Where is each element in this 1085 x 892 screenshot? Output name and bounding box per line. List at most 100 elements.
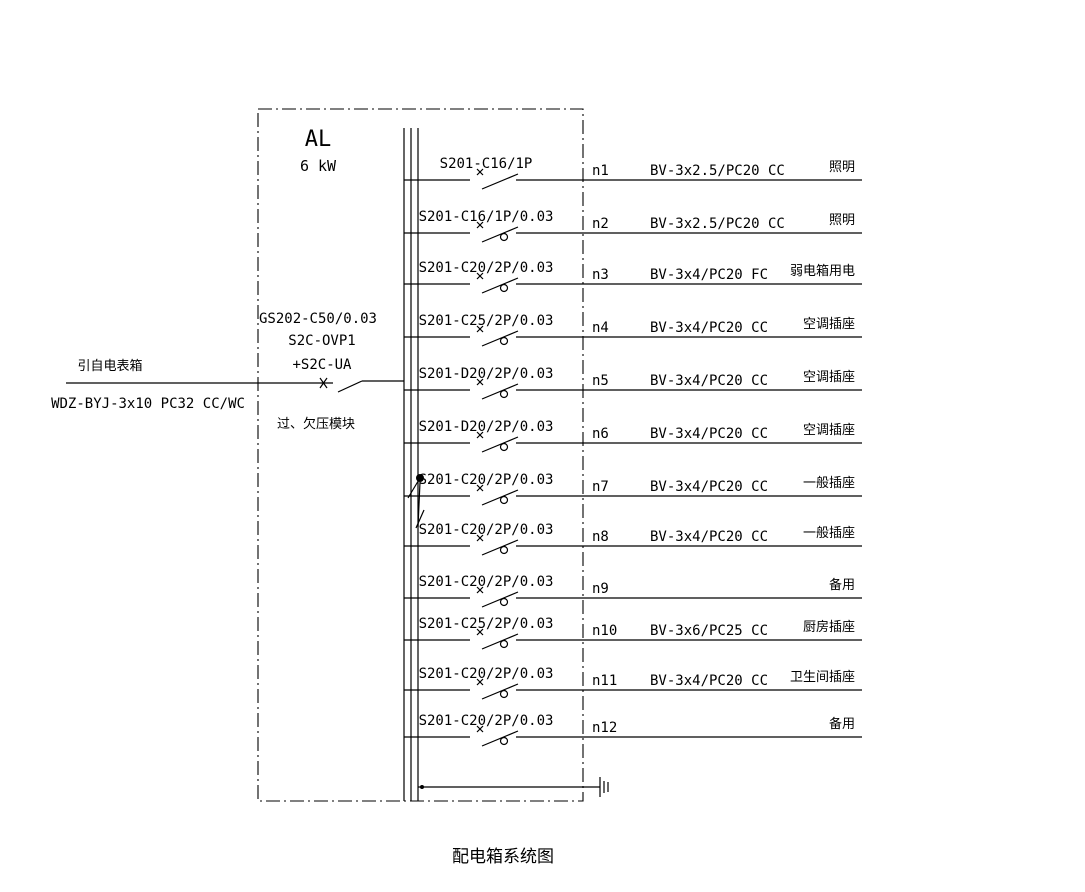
rcd-symbol xyxy=(499,689,509,699)
breaker-label: S201-C16/1P/0.03 xyxy=(419,209,554,225)
panel-power: 6 kW xyxy=(300,157,337,175)
incoming-cable: WDZ-BYJ-3x10 PC32 CC/WC xyxy=(51,396,245,412)
breaker-contact-mark xyxy=(476,586,484,594)
cable-spec: BV-3x6/PC25 CC xyxy=(650,623,768,639)
pe-bus xyxy=(418,785,600,789)
cable-spec: BV-3x4/PC20 CC xyxy=(650,426,768,442)
load-description: 备用 xyxy=(829,716,855,732)
cable-spec: BV-3x4/PC20 FC xyxy=(650,267,768,283)
circuit-n10: S201-C25/2P/0.03 n10 BV-3x6/PC25 CC 厨房插座 xyxy=(404,616,862,650)
circuit-n6: S201-D20/2P/0.03 n6 BV-3x4/PC20 CC 空调插座 xyxy=(404,419,862,453)
diagram-caption: 配电箱系统图 xyxy=(452,847,554,867)
load-description: 空调插座 xyxy=(803,317,855,332)
breaker-blade xyxy=(481,277,519,294)
rcd-symbol xyxy=(499,639,509,649)
circuit-id: n11 xyxy=(592,673,617,689)
rcd-symbol xyxy=(499,283,509,293)
cable-spec: BV-3x4/PC20 CC xyxy=(650,373,768,389)
circuit-n2: S201-C16/1P/0.03 n2 BV-3x2.5/PC20 CC 照明 xyxy=(404,209,862,243)
cable-spec: BV-3x4/PC20 CC xyxy=(650,479,768,495)
load-description: 空调插座 xyxy=(803,423,855,438)
panel-name: AL xyxy=(305,127,332,152)
breaker-label: S201-C20/2P/0.03 xyxy=(419,574,554,590)
breaker-label: S201-C20/2P/0.03 xyxy=(419,522,554,538)
main-breaker-symbol xyxy=(319,377,404,393)
breaker-blade xyxy=(481,436,519,453)
load-description: 空调插座 xyxy=(803,370,855,385)
main-breaker-ua: +S2C-UA xyxy=(292,357,352,373)
load-description: 弱电箱用电 xyxy=(790,263,855,279)
circuit-id: n7 xyxy=(592,479,609,495)
load-description: 一般插座 xyxy=(803,475,855,491)
protection-module-label: 过、欠压模块 xyxy=(277,416,355,432)
rcd-symbol xyxy=(499,545,509,555)
panel-enclosure xyxy=(257,108,584,802)
breaker-contact-mark xyxy=(476,272,484,280)
circuit-id: n4 xyxy=(592,320,609,336)
load-description: 卫生间插座 xyxy=(790,670,855,685)
circuit-id: n2 xyxy=(592,216,609,232)
breaker-contact-mark xyxy=(476,725,484,733)
cable-spec: BV-3x2.5/PC20 CC xyxy=(650,163,785,179)
breaker-label: S201-C25/2P/0.03 xyxy=(419,616,554,632)
circuit-n11: S201-C20/2P/0.03 n11 BV-3x4/PC20 CC 卫生间插座 xyxy=(404,666,862,700)
breaker-contact-mark xyxy=(476,534,484,542)
breaker-label: S201-D20/2P/0.03 xyxy=(419,419,554,435)
breaker-label: S201-C20/2P/0.03 xyxy=(419,260,554,276)
breaker-blade xyxy=(481,683,519,700)
circuit-id: n10 xyxy=(592,623,617,639)
breaker-blade xyxy=(481,591,519,608)
breaker-blade xyxy=(481,633,519,650)
rcd-symbol xyxy=(499,389,509,399)
cable-spec: BV-3x4/PC20 CC xyxy=(650,320,768,336)
rcd-symbol xyxy=(499,232,509,242)
breaker-contact-mark xyxy=(476,678,484,686)
circuit-n7: S201-C20/2P/0.03 n7 BV-3x4/PC20 CC 一般插座 xyxy=(404,472,862,506)
rcd-symbol xyxy=(499,597,509,607)
main-breaker-ovp: S2C-OVP1 xyxy=(288,333,355,349)
breaker-blade xyxy=(481,539,519,556)
breaker-label: S201-C20/2P/0.03 xyxy=(419,472,554,488)
breaker-contact-mark xyxy=(476,431,484,439)
breaker-label: S201-C20/2P/0.03 xyxy=(419,666,554,682)
breaker-blade xyxy=(481,330,519,347)
main-breaker-model: GS202-C50/0.03 xyxy=(259,311,377,327)
breaker-blade xyxy=(481,489,519,506)
load-description: 照明 xyxy=(829,213,855,228)
cable-spec: BV-3x2.5/PC20 CC xyxy=(650,216,785,232)
circuit-id: n8 xyxy=(592,529,609,545)
breaker-blade xyxy=(481,226,519,243)
breaker-blade xyxy=(481,383,519,400)
breaker-label: S201-C25/2P/0.03 xyxy=(419,313,554,329)
breaker-contact-mark xyxy=(476,221,484,229)
ground-symbol xyxy=(599,777,609,797)
breaker-contact-mark xyxy=(476,628,484,636)
cable-spec: BV-3x4/PC20 CC xyxy=(650,673,768,689)
breaker-blade xyxy=(481,173,519,190)
breaker-blade xyxy=(481,730,519,747)
rcd-symbol xyxy=(499,442,509,452)
circuit-n4: S201-C25/2P/0.03 n4 BV-3x4/PC20 CC 空调插座 xyxy=(404,313,862,347)
rcd-symbol xyxy=(499,736,509,746)
breaker-label: S201-D20/2P/0.03 xyxy=(419,366,554,382)
breaker-label: S201-C20/2P/0.03 xyxy=(419,713,554,729)
phase-tap-marker xyxy=(407,474,425,529)
breaker-contact-mark xyxy=(476,325,484,333)
circuit-n5: S201-D20/2P/0.03 n5 BV-3x4/PC20 CC 空调插座 xyxy=(404,366,862,400)
circuit-id: n6 xyxy=(592,426,609,442)
incoming-source: 引自电表箱 xyxy=(77,358,142,374)
breaker-contact-mark xyxy=(476,168,484,176)
load-description: 厨房插座 xyxy=(803,619,855,635)
load-description: 备用 xyxy=(829,577,855,593)
breaker-contact-mark xyxy=(476,378,484,386)
circuit-id: n5 xyxy=(592,373,609,389)
circuit-id: n1 xyxy=(592,163,609,179)
rcd-symbol xyxy=(499,495,509,505)
bus-bars xyxy=(403,128,419,801)
